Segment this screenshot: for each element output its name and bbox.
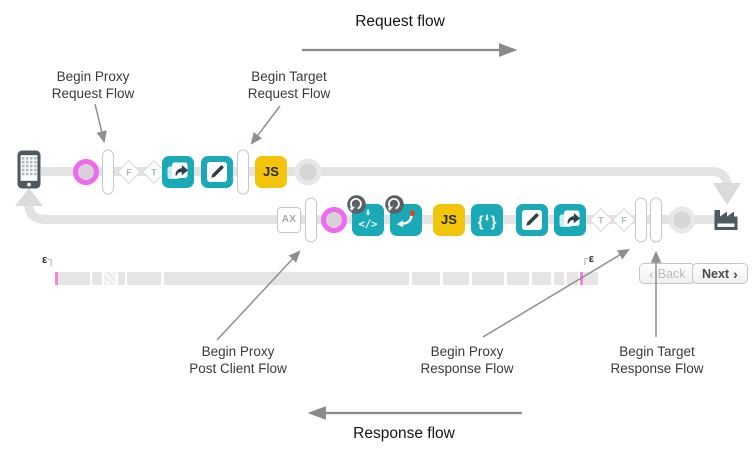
annotation-begin-proxy-request-flow: Begin Proxy Request Flow xyxy=(38,68,148,103)
flow-segment-pill[interactable] xyxy=(237,149,249,194)
timeline-segment-hatched[interactable] xyxy=(104,272,116,285)
gray-circle[interactable] xyxy=(294,158,322,185)
flow-segment-pill[interactable] xyxy=(635,197,647,242)
annotation-line: Post Client Flow xyxy=(189,361,287,377)
gray-circle[interactable] xyxy=(668,206,696,233)
diamond-label: T xyxy=(598,214,604,225)
annotation-line: Response Flow xyxy=(610,361,704,377)
timeline-position-tick[interactable] xyxy=(55,272,58,285)
loop-badge-icon xyxy=(385,194,404,214)
flow-segment-pill[interactable] xyxy=(102,149,114,194)
next-button[interactable]: Next› xyxy=(692,263,748,284)
js-icon[interactable]: JS xyxy=(255,155,287,188)
epsilon-glyph: ε xyxy=(42,254,48,266)
pink-circle[interactable] xyxy=(73,158,99,185)
request-flow-label: Request flow xyxy=(355,13,445,30)
code-icon[interactable]: </> xyxy=(347,194,384,236)
annotation-line: Begin Target xyxy=(619,344,695,359)
timeline-segment[interactable] xyxy=(118,272,125,285)
braces-icon[interactable]: {} xyxy=(471,203,503,236)
callout-icon[interactable] xyxy=(554,203,586,236)
annotation-line: Request Flow xyxy=(51,86,135,102)
request-pipe-arrowhead-icon xyxy=(713,183,741,205)
route-icon[interactable] xyxy=(385,194,422,236)
condition-diamond-f[interactable]: F xyxy=(611,207,637,232)
pencil-icon[interactable] xyxy=(516,203,548,236)
client-phone-icon[interactable] xyxy=(17,150,41,194)
pencil-icon[interactable] xyxy=(201,155,233,188)
annotation-line: Begin Proxy xyxy=(201,344,275,359)
flow-segment-pill[interactable] xyxy=(650,197,662,242)
js-label: JS xyxy=(441,212,457,227)
pink-circle[interactable] xyxy=(321,206,347,233)
svg-text:}: } xyxy=(491,213,497,230)
annotation-begin-proxy-post-client-flow: Begin Proxy Post Client Flow xyxy=(167,343,309,378)
timeline-segment[interactable] xyxy=(127,272,161,285)
loop-badge-icon xyxy=(347,194,366,214)
diamond-label: F xyxy=(621,214,627,225)
annotation-begin-proxy-response-flow: Begin Proxy Response Flow xyxy=(399,343,535,378)
timeline-segment[interactable] xyxy=(443,272,469,285)
annotation-line: Request Flow xyxy=(247,86,331,102)
callout-icon[interactable] xyxy=(162,155,194,188)
chevron-left-icon: ‹ xyxy=(649,265,654,282)
back-button-label: Back xyxy=(657,266,686,281)
flow-segment-pill[interactable] xyxy=(305,197,317,242)
annotation-line: Begin Target xyxy=(251,69,327,84)
timeline-elided-marker-left: ε┐ xyxy=(42,254,55,266)
annotation-line: Response Flow xyxy=(420,361,514,377)
response-pipe-arrowhead-icon xyxy=(15,188,43,206)
response-pipe xyxy=(24,204,716,224)
annotation-line: Begin Proxy xyxy=(430,344,504,359)
annotation-begin-target-request-flow: Begin Target Request Flow xyxy=(233,68,345,103)
svg-text:{: { xyxy=(478,213,484,230)
annotation-line: Begin Proxy xyxy=(56,69,130,84)
bracket-glyph: ┐ xyxy=(47,254,56,266)
factory-icon[interactable] xyxy=(712,204,740,236)
js-label: JS xyxy=(263,164,279,179)
analytics-ax-box[interactable]: AX xyxy=(277,206,301,233)
back-button[interactable]: ‹Back xyxy=(639,263,696,284)
timeline-segment[interactable] xyxy=(92,272,102,285)
timeline-segment[interactable] xyxy=(57,272,90,285)
annotation-begin-target-response-flow: Begin Target Response Flow xyxy=(589,343,725,378)
js-icon[interactable]: JS xyxy=(433,203,465,236)
chevron-right-icon: › xyxy=(733,265,738,282)
condition-diamond-t[interactable]: T xyxy=(588,207,614,232)
timeline-segment[interactable] xyxy=(412,272,440,285)
next-button-label: Next xyxy=(702,266,730,281)
svg-text:</>: </> xyxy=(359,218,378,230)
response-flow-label: Response flow xyxy=(353,425,455,442)
